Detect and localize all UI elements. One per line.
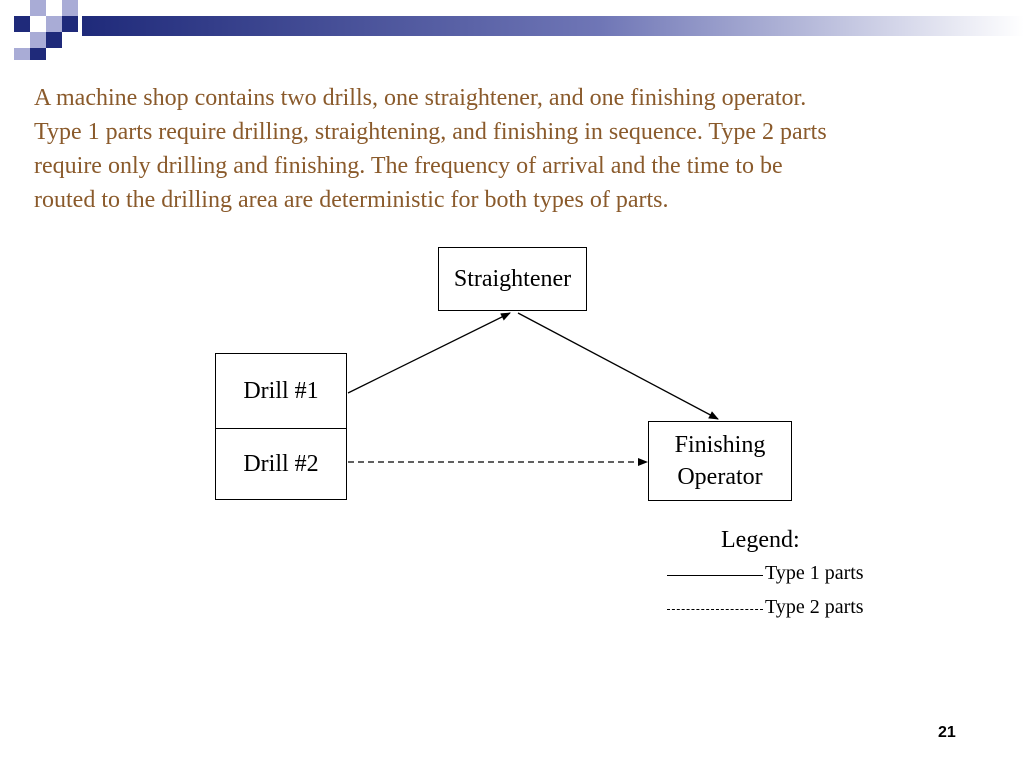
legend-type1-label: Type 1 parts [765,562,864,584]
header-gradient-bar [82,16,1024,36]
header-square [30,0,46,16]
page-number: 21 [938,724,956,741]
header-square [14,16,30,32]
straightener-label: Straightener [453,266,572,292]
header-square [62,0,78,16]
statement-line: Type 1 parts require drilling, straighte… [34,119,827,145]
arrow-drill1-to-straightener [347,312,511,394]
statement-line: require only drilling and finishing. The… [34,153,783,179]
finishing-label: Finishing [674,432,766,458]
statement-line: A machine shop contains two drills, one … [34,85,807,111]
drill-2-node: Drill #2 [215,428,347,500]
statement-line: routed to the drilling area are determin… [34,187,669,213]
solid-line-swatch [667,575,763,576]
drill-1-label: Drill #1 [243,378,319,404]
legend-type2: Type 2 parts [667,596,864,619]
operator-label: Operator [677,464,763,490]
arrow-straightener-to-finishing [517,312,719,420]
dashed-line-swatch [667,609,763,610]
header-square [14,48,30,60]
drill-2-label: Drill #2 [243,451,319,477]
legend-type1: Type 1 parts [667,562,864,585]
header-square [30,48,46,60]
header-square [62,16,78,32]
header-square [46,16,62,32]
drill-1-node: Drill #1 [215,353,347,429]
problem-statement: A machine shop contains two drills, one … [34,81,994,217]
straightener-node: Straightener [438,247,587,311]
finishing-operator-node: Finishing Operator [648,421,792,501]
header-square [30,32,46,48]
legend-title: Legend: [721,527,800,553]
header-decoration [14,0,1024,60]
header-square [46,32,62,48]
legend-type2-label: Type 2 parts [765,596,864,618]
